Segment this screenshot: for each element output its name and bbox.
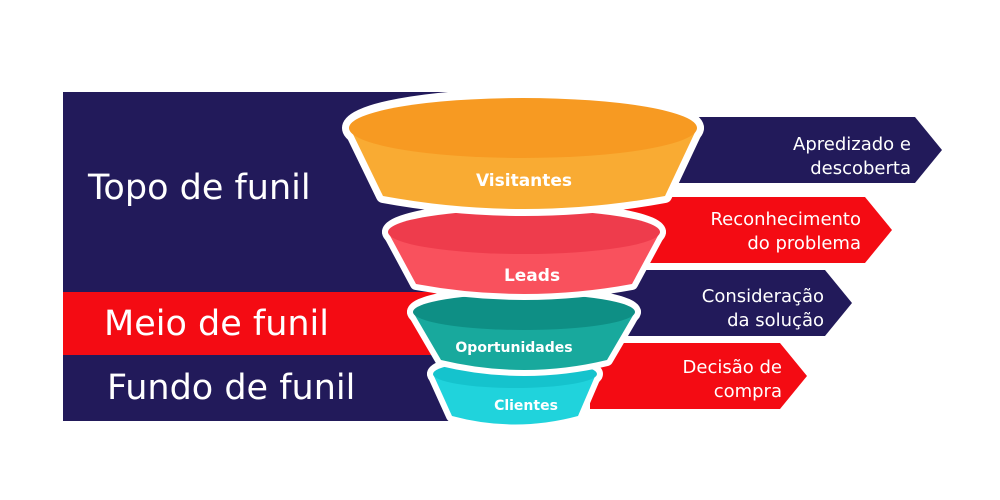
funnel-label-clientes: Clientes bbox=[494, 398, 558, 414]
arrow-reconhecimento bbox=[620, 197, 892, 263]
arrow-label-consideracao-line1: Consideração bbox=[701, 286, 824, 307]
stage-block-middle bbox=[63, 292, 453, 355]
stage-label-fundo: Fundo de funil bbox=[107, 368, 356, 408]
funnel-label-visitantes: Visitantes bbox=[475, 171, 573, 191]
arrow-aprendizado bbox=[640, 117, 942, 183]
stage-label-topo: Topo de funil bbox=[88, 168, 311, 208]
arrow-label-decisao: Decisão de compra bbox=[683, 356, 782, 404]
arrow-label-reconhecimento-line1: Reconhecimento bbox=[710, 209, 861, 230]
funnel-label-oportunidades: Oportunidades bbox=[455, 340, 573, 356]
arrow-label-consideracao-line2: da solução bbox=[727, 310, 824, 331]
arrow-decisao bbox=[590, 343, 807, 409]
arrow-label-aprendizado-line2: descoberta bbox=[810, 158, 911, 179]
arrow-label-aprendizado: Apredizado e descoberta bbox=[793, 133, 911, 181]
arrow-label-consideracao: Consideração da solução bbox=[702, 285, 824, 333]
funnel-label-leads: Leads bbox=[503, 266, 561, 286]
arrow-label-decisao-line2: compra bbox=[713, 381, 782, 402]
arrow-label-aprendizado-line1: Apredizado e bbox=[793, 134, 911, 155]
funnel-layer-oportunidades bbox=[407, 286, 641, 376]
arrow-label-reconhecimento: Reconhecimento do problema bbox=[710, 208, 861, 256]
arrow-label-reconhecimento-line2: do problema bbox=[747, 233, 861, 254]
stage-block-bottom bbox=[63, 355, 453, 421]
arrow-consideracao bbox=[600, 270, 852, 336]
arrow-label-decisao-line1: Decisão de bbox=[682, 357, 782, 378]
stage-label-meio: Meio de funil bbox=[104, 304, 330, 344]
funnel-layer-visitantes bbox=[342, 89, 704, 216]
